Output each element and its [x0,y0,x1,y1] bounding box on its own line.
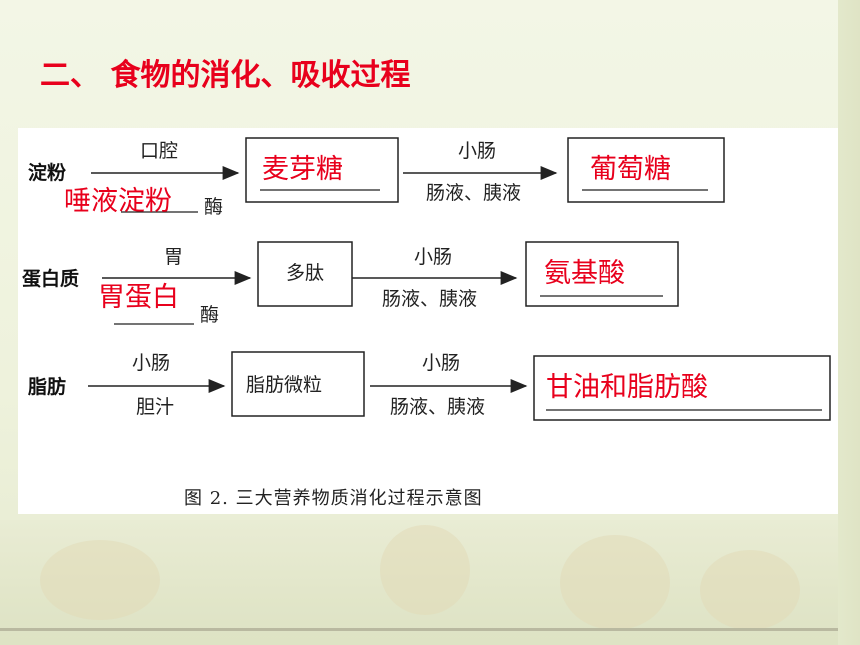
box-row3-product1 [231,351,365,417]
box-row1-product1 [245,137,399,203]
row2-product1: 多肽 [286,262,325,284]
box-row2-product1 [257,241,353,307]
diagram-lines [88,137,831,421]
substance-fat: 脂肪 [28,376,67,398]
right-border-band [838,0,860,645]
substance-starch: 淀粉 [28,162,67,184]
row1-step1-location: 口腔 [140,140,179,162]
row1-enzyme-answer: 唾液淀粉 [64,186,172,217]
digestion-diagram: 淀粉 口腔 唾液淀粉 酶 麦芽糖 小肠 肠液、胰液 葡萄糖 蛋白质 胃 胃蛋白 … [18,128,838,514]
row1-step2-juices: 肠液、胰液 [426,182,522,204]
row3-step1-bile: 胆汁 [136,396,175,418]
row1-enzyme-suffix: 酶 [204,196,224,218]
box-row1-product2 [567,137,725,203]
row2-product2-answer: 氨基酸 [544,258,625,289]
row3-product2-answer: 甘油和脂肪酸 [546,372,708,403]
box-row3-product2 [533,355,831,421]
decorative-bottom-illustration [0,520,860,645]
row3-product1: 脂肪微粒 [246,374,323,396]
row3-step2-location: 小肠 [422,352,461,374]
box-row2-product2 [525,241,679,307]
row2-step2-location: 小肠 [414,246,453,268]
diagram-caption: 图 2. 三大营养物质消化过程示意图 [184,488,483,509]
row3-step1-location: 小肠 [132,352,171,374]
row2-enzyme-suffix: 酶 [200,304,220,326]
row2-enzyme-answer: 胃蛋白 [98,282,179,313]
row2-step2-juices: 肠液、胰液 [382,288,478,310]
substance-protein: 蛋白质 [22,268,80,290]
row3-step2-juices: 肠液、胰液 [390,396,486,418]
row1-product1-answer: 麦芽糖 [262,154,343,185]
row1-product2-answer: 葡萄糖 [590,154,671,185]
row2-step1-location: 胃 [164,246,184,268]
row1-step2-location: 小肠 [458,140,497,162]
page-title: 二、 食物的消化、吸收过程 [40,58,411,93]
bottom-border [0,628,860,631]
